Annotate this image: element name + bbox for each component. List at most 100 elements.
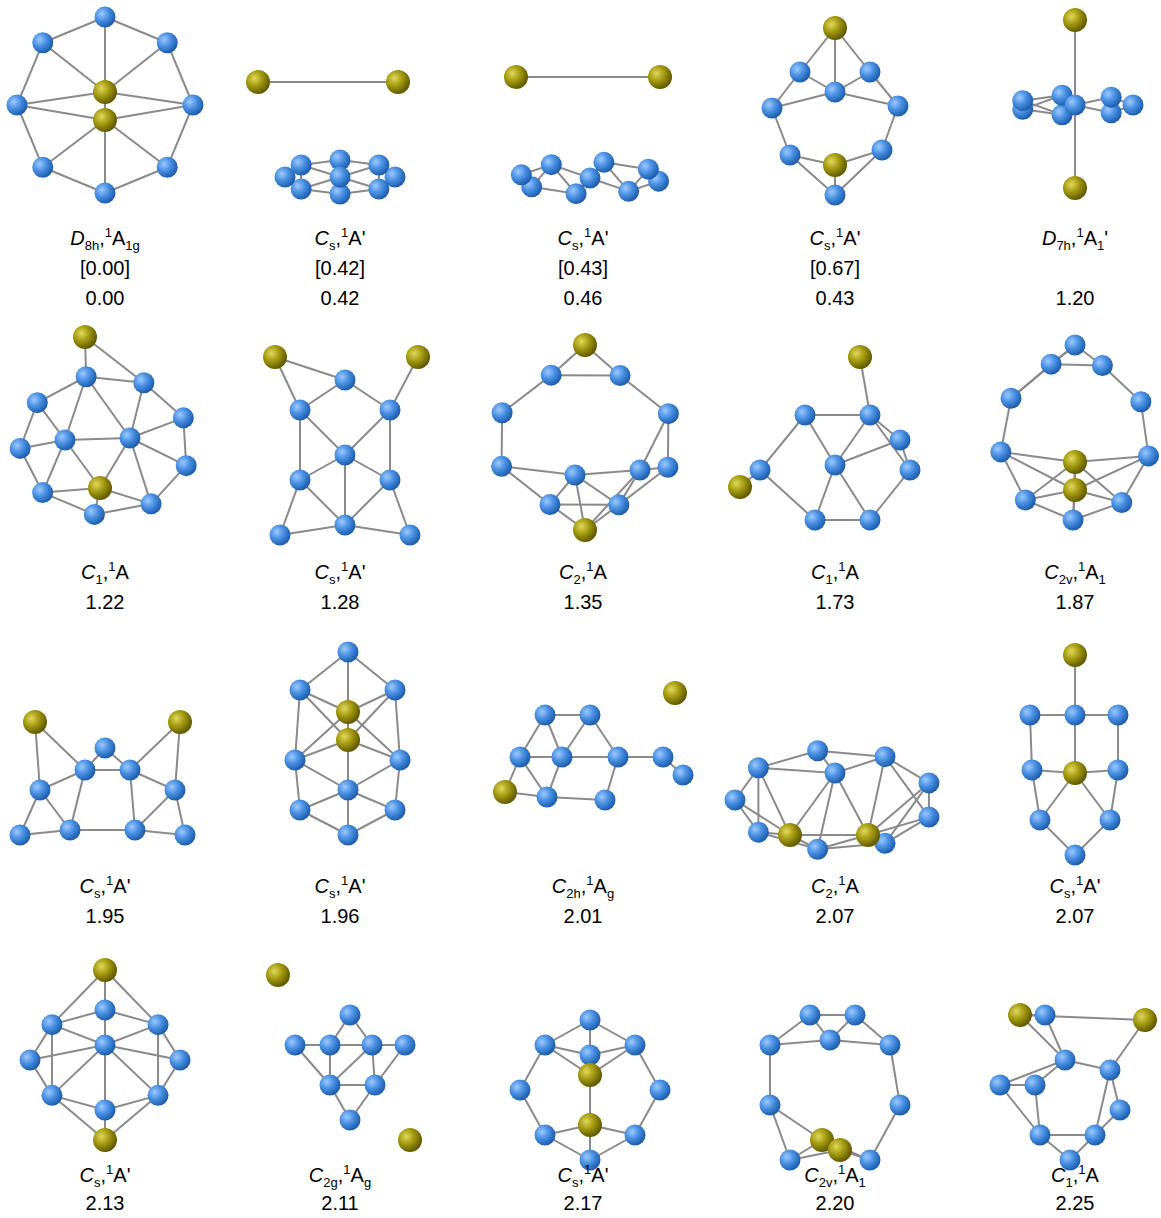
blue-atom — [807, 740, 828, 761]
blue-atom — [1123, 95, 1144, 116]
blue-atom — [290, 800, 311, 821]
olive-atom — [573, 518, 597, 542]
blue-atom — [492, 402, 513, 423]
olive-atom — [578, 1063, 602, 1087]
blue-atom — [807, 839, 828, 860]
blue-atom — [95, 7, 116, 28]
bond-line — [52, 1045, 105, 1095]
blue-atom — [27, 392, 48, 413]
blue-atom — [60, 820, 81, 841]
olive-atom — [648, 65, 672, 89]
energy-label: 0.00 — [86, 286, 125, 310]
blue-atom — [510, 747, 531, 768]
blue-atom — [1108, 705, 1129, 726]
blue-atom — [510, 1080, 531, 1101]
olive-atom — [856, 823, 880, 847]
olive-atom — [728, 475, 752, 499]
blue-atom — [157, 32, 178, 53]
blue-atom — [32, 482, 53, 503]
bond-line — [516, 76, 660, 78]
blue-atom — [1100, 1060, 1121, 1081]
blue-atom — [32, 32, 53, 53]
blue-atom — [7, 95, 28, 116]
energy-label: 1.22 — [86, 590, 125, 614]
olive-atom — [1063, 478, 1087, 502]
blue-atom — [338, 825, 359, 846]
bond-line — [30, 1045, 105, 1060]
blue-atom — [1030, 1125, 1051, 1146]
blue-atom — [625, 1125, 646, 1146]
olive-atom — [1063, 176, 1087, 200]
symmetry-label: C2h,1Ag — [552, 874, 614, 898]
blue-atom — [400, 525, 421, 546]
blue-atom — [1035, 1005, 1056, 1026]
bond-line — [1011, 345, 1075, 398]
blue-atom — [1092, 355, 1113, 376]
bond-line — [395, 690, 400, 760]
blue-atom — [552, 747, 573, 768]
blue-atom — [762, 98, 783, 119]
bond-line — [868, 783, 929, 835]
olive-atom — [336, 728, 360, 752]
bond-line — [105, 1045, 158, 1095]
blue-atom — [1110, 1100, 1131, 1121]
olive-atom — [573, 333, 597, 357]
blue-atom — [290, 400, 311, 421]
olive-atom — [23, 710, 47, 734]
bond-line — [105, 1045, 180, 1060]
blue-atom — [1101, 87, 1122, 108]
blue-atom — [148, 1014, 169, 1035]
olive-atom — [1063, 761, 1087, 785]
blue-atom — [76, 366, 97, 387]
olive-atom — [266, 963, 290, 987]
blue-atom — [285, 1035, 306, 1056]
blue-atom — [595, 790, 616, 811]
symmetry-label: Cs,1A' — [558, 1163, 609, 1187]
symmetry-label: C1,1A — [1051, 1163, 1099, 1187]
blue-atom — [1020, 705, 1041, 726]
blue-atom — [1055, 1050, 1076, 1071]
olive-atom — [1063, 450, 1087, 474]
blue-atom — [133, 372, 154, 393]
blue-atom — [825, 82, 846, 103]
blue-atom — [170, 1050, 191, 1071]
blue-atom — [1001, 388, 1022, 409]
blue-atom — [380, 400, 401, 421]
blue-atom — [580, 168, 601, 189]
blue-atom — [95, 183, 116, 204]
blue-atom — [368, 154, 389, 175]
energy-label: 1.73 — [816, 590, 855, 614]
olive-atom — [93, 1128, 117, 1152]
blue-atom — [748, 822, 769, 843]
blue-atom — [535, 705, 556, 726]
blue-atom — [1025, 1075, 1046, 1096]
blue-atom — [795, 405, 816, 426]
bond-line — [760, 470, 815, 520]
blue-atom — [95, 1035, 116, 1056]
energy-label: 2.13 — [86, 1191, 125, 1215]
bond-line — [86, 377, 130, 438]
energy-label: 2.17 — [564, 1191, 603, 1215]
blue-atom — [20, 1050, 41, 1071]
blue-atom — [580, 1045, 601, 1066]
bond-line — [295, 690, 300, 760]
blue-atom — [362, 1035, 383, 1056]
blue-atom — [1100, 810, 1121, 831]
blue-atom — [285, 750, 306, 771]
bond-line — [258, 81, 398, 83]
blue-atom — [1138, 445, 1159, 466]
blue-atom — [365, 1075, 386, 1096]
blue-atom — [658, 403, 679, 424]
olive-atom — [823, 153, 847, 177]
blue-atom — [990, 441, 1011, 462]
blue-atom — [1041, 354, 1062, 375]
blue-atom — [183, 95, 204, 116]
symmetry-label: C2,1A — [811, 874, 859, 898]
olive-atom — [386, 70, 410, 94]
symmetry-label: Cs,1A' — [558, 226, 609, 250]
blue-atom — [270, 525, 291, 546]
bond-line — [51, 1025, 53, 1096]
blue-atom — [1065, 705, 1086, 726]
energy-label: 1.95 — [86, 904, 125, 928]
blue-atom — [618, 181, 639, 202]
